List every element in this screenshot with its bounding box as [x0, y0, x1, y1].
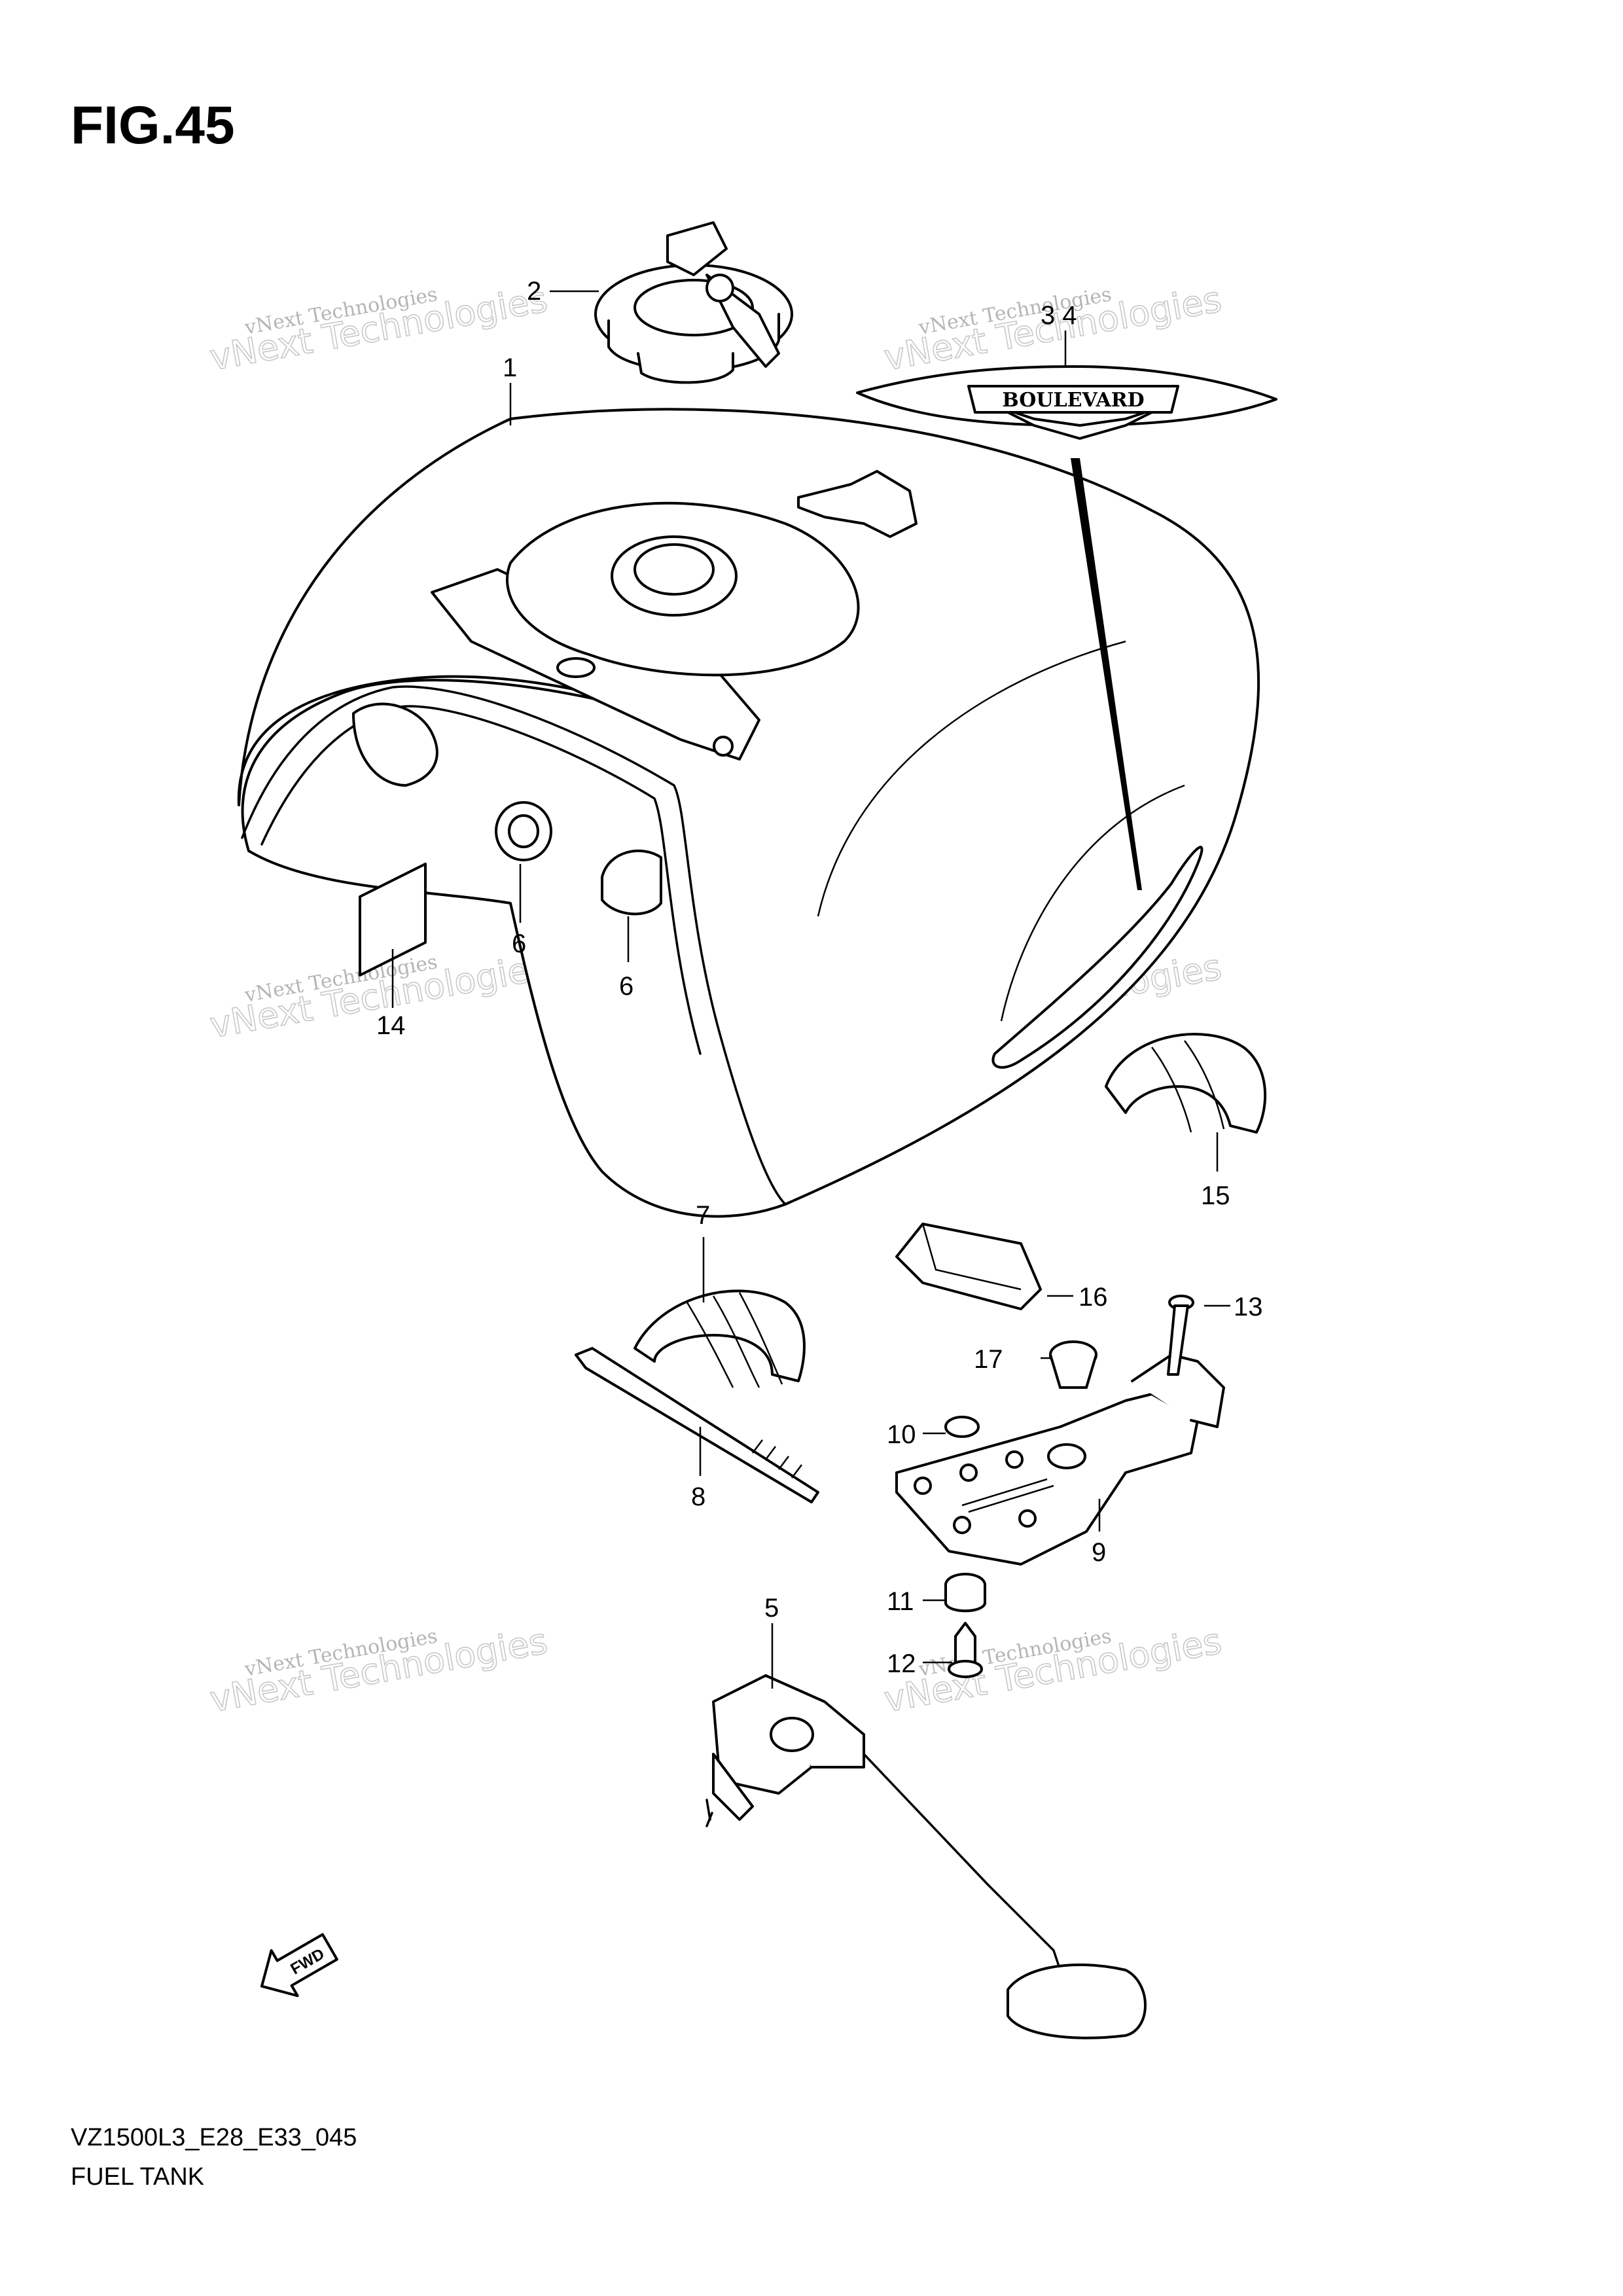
callout-7[interactable]: 7: [696, 1201, 710, 1230]
callout-14[interactable]: 14: [376, 1011, 406, 1040]
part-6-cushion-left[interactable]: [495, 801, 552, 861]
callout-3-4[interactable]: 3 4: [1041, 301, 1077, 330]
callout-11[interactable]: 11: [887, 1587, 914, 1616]
callout-15[interactable]: 15: [1201, 1181, 1230, 1210]
forward-arrow-icon: FWD: [260, 1933, 338, 1998]
callout-2[interactable]: 2: [527, 277, 541, 306]
part-5-fuel-level-gauge[interactable]: [705, 1674, 1147, 2039]
part-2-fuel-cap[interactable]: [594, 221, 793, 384]
part-11-cushion[interactable]: [944, 1573, 986, 1613]
part-6-cushion-right[interactable]: [601, 850, 662, 916]
watermark: vNext Technologies vNext Technologies: [206, 278, 550, 379]
part-10-grommet[interactable]: [944, 1416, 980, 1438]
part-16-cushion[interactable]: [895, 1223, 1042, 1310]
leader-lines: [391, 290, 1230, 1689]
callout-5[interactable]: 5: [764, 1594, 779, 1623]
part-8-clamp[interactable]: [575, 1347, 819, 1503]
part-1-fuel-tank[interactable]: [237, 408, 1260, 1218]
callout-6a[interactable]: 6: [512, 929, 526, 958]
callout-6b[interactable]: 6: [619, 972, 633, 1001]
part-15-cushion-rubber[interactable]: [1105, 1033, 1267, 1134]
part-12-bolt[interactable]: [948, 1622, 983, 1678]
emblem-text: BOULEVARD: [1002, 389, 1144, 412]
model-code: VZ1500L3_E28_E33_045: [71, 2124, 357, 2151]
figure-title: FIG.45: [71, 96, 235, 155]
callout-9[interactable]: 9: [1092, 1538, 1106, 1567]
part-17-cap[interactable]: [1049, 1340, 1097, 1389]
watermark: vNext Technologies vNext Technologies: [880, 1620, 1224, 1721]
part-7-cushion-rubber[interactable]: [633, 1289, 806, 1388]
callout-1[interactable]: 1: [503, 353, 517, 382]
group-name: FUEL TANK: [71, 2163, 205, 2191]
callout-8[interactable]: 8: [691, 1482, 705, 1511]
part-13-bolt[interactable]: [1167, 1295, 1194, 1376]
part-9-bracket[interactable]: [895, 1354, 1225, 1566]
callout-labels: 1 2 3 4 5 6 6 7 8 9 10 11 12 13 14 15 16…: [376, 277, 1263, 1678]
part-3-4-emblem[interactable]: BOULEVARD: [856, 365, 1277, 890]
part-14-label[interactable]: [359, 863, 427, 977]
callout-12[interactable]: 12: [887, 1649, 916, 1678]
callout-16[interactable]: 16: [1079, 1283, 1108, 1312]
watermark: vNext Technologies vNext Technologies: [206, 1620, 550, 1721]
callout-10[interactable]: 10: [887, 1420, 916, 1449]
callout-17[interactable]: 17: [974, 1345, 1003, 1374]
callout-13[interactable]: 13: [1234, 1293, 1263, 1321]
